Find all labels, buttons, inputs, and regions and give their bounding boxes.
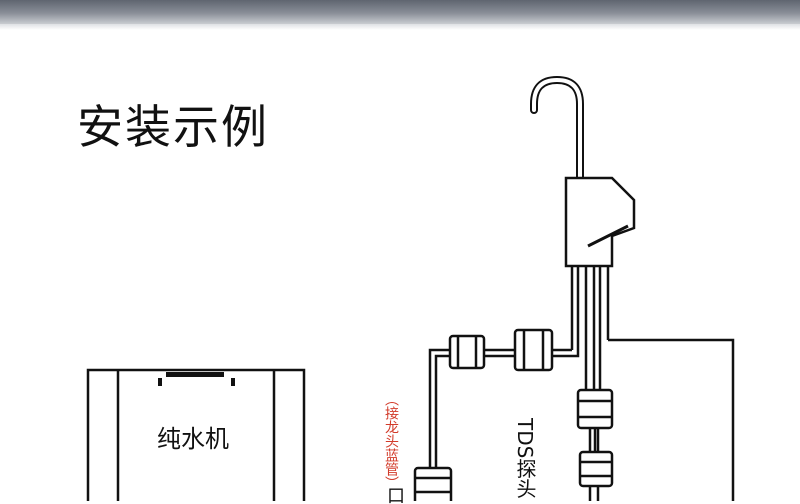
connector-left [448, 334, 486, 370]
connector-right [513, 328, 554, 372]
faucet-connector-note: （接龙头蓝管） [383, 392, 399, 490]
faucet-handle [587, 224, 629, 248]
purifier-machine [86, 368, 306, 501]
outlet-pipe [608, 338, 735, 501]
purifier-outlet-fitting [413, 466, 453, 501]
faucet-spout [530, 75, 584, 182]
tds-probe-label: TDS探头 [513, 418, 537, 499]
outlet-label: 口 [384, 486, 405, 504]
faucet-body [564, 176, 636, 268]
tds-probe-lower [578, 450, 614, 488]
machine-top-slot [166, 372, 224, 377]
machine-label: 纯水机 [157, 425, 229, 453]
tds-probe-upper [576, 388, 614, 430]
page-title: 安装示例 [77, 100, 269, 154]
header-band [0, 0, 800, 30]
feed-tube [428, 348, 450, 470]
